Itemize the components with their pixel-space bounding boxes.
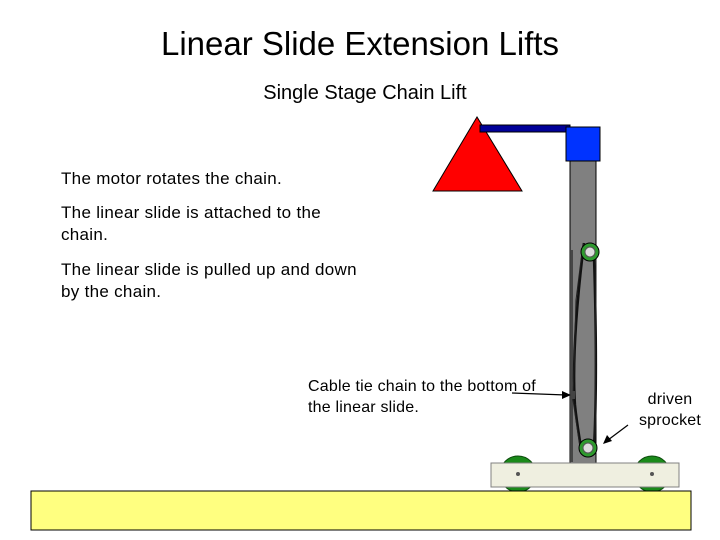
slide-subtitle: Single Stage Chain Lift: [263, 82, 467, 104]
bullet-motor-rotates: The motor rotates the chain.: [61, 169, 283, 188]
bottom-sprocket-hub: [582, 442, 594, 454]
cable-tie-arrow-line: [511, 392, 567, 396]
top-sprocket-hub: [584, 246, 596, 258]
slide-title: Linear Slide Extension Lifts: [160, 25, 560, 62]
linear-slide: [569, 160, 597, 465]
base-plate: [490, 462, 680, 488]
arm-bar: [479, 124, 571, 133]
yellow-ground-bar: [30, 490, 692, 531]
driven-arrow-line: [607, 424, 629, 441]
bullet-slide-attached: The linear slide is attached to the chai…: [61, 203, 321, 244]
bullet-slide-pulled: The linear slide is pulled up and down b…: [61, 260, 357, 301]
cable-tie-label: Cable tie chain to the bottom of the lin…: [308, 378, 536, 416]
cable-tie-arrowhead: [562, 391, 571, 399]
left-wheel-axle: [516, 472, 520, 476]
driven-arrowhead: [603, 435, 612, 444]
driven-sprocket-label: driven sprocket: [638, 391, 702, 429]
cable-tie: [571, 391, 575, 399]
triangle-shape: [432, 116, 523, 192]
motor-block: [565, 126, 601, 162]
right-wheel-axle: [650, 472, 654, 476]
